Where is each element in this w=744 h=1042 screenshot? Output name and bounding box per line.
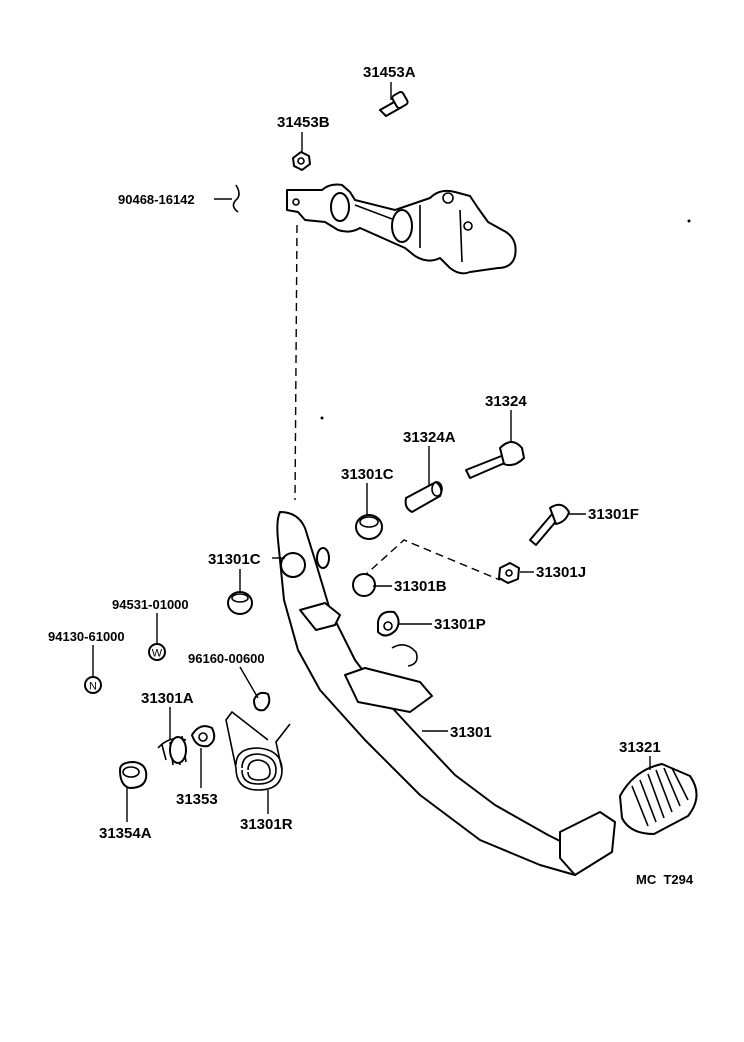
label-31301J: 31301J: [536, 564, 586, 581]
pivot-dashed-line: [361, 539, 501, 581]
label-90468-16142: 90468-16142: [118, 192, 195, 207]
collar-31324A: [404, 481, 443, 513]
spring-31301R: [225, 710, 291, 791]
label-31301C-left: 31301C: [208, 551, 261, 568]
clip-31301P: [377, 610, 400, 637]
label-96160-00600: 96160-00600: [188, 651, 265, 666]
washer-94531-01000: W: [148, 643, 166, 661]
bolt-31301F: [529, 503, 570, 546]
label-31353: 31353: [176, 791, 218, 808]
label-31301R: 31301R: [240, 816, 293, 833]
clip-90468-16142: [232, 184, 240, 213]
washer-symbol: W: [152, 648, 163, 660]
label-94531-01000: 94531-01000: [112, 597, 189, 612]
speck: [320, 416, 324, 420]
bushing-31301C-left: [227, 591, 253, 615]
nut-94130-61000: N: [84, 676, 102, 694]
nut-symbol: N: [89, 681, 97, 693]
bolt-31453A: [379, 91, 409, 117]
speck: [687, 219, 691, 223]
label-31301B: 31301B: [394, 578, 447, 595]
label-31453B: 31453B: [277, 114, 330, 131]
nut-31301J: [498, 562, 520, 584]
master-cylinder: [286, 183, 517, 275]
part-labels: 31453A 31453B 90468-16142 31324 31324A 3…: [48, 64, 694, 887]
bolt-31324: [465, 441, 525, 479]
label-31321: 31321: [619, 739, 661, 756]
diagram-code: MC T294: [636, 872, 694, 887]
label-31324A: 31324A: [403, 429, 456, 446]
label-94130-61000: 94130-61000: [48, 629, 125, 644]
leader-lines: [92, 82, 651, 822]
label-31324: 31324: [485, 393, 527, 410]
master-cylinder-to-pedal-line: [294, 224, 298, 501]
spring-31301A: [157, 735, 187, 766]
label-31453A: 31453A: [363, 64, 416, 81]
bushing-31354A: [119, 761, 148, 789]
label-31301F: 31301F: [588, 506, 639, 523]
pedal-pad-31321: [619, 763, 698, 835]
pedal-arm-31301: [276, 511, 616, 876]
label-31301: 31301: [450, 724, 492, 741]
label-31354A: 31354A: [99, 825, 152, 842]
clip-31353: [191, 725, 216, 748]
nut-31453B: [292, 151, 311, 171]
label-31301P: 31301P: [434, 616, 486, 633]
cap-31301B: [352, 573, 376, 597]
label-31301C-top: 31301C: [341, 466, 394, 483]
label-31301A: 31301A: [141, 690, 194, 707]
bushing-31301C-top: [355, 514, 383, 540]
